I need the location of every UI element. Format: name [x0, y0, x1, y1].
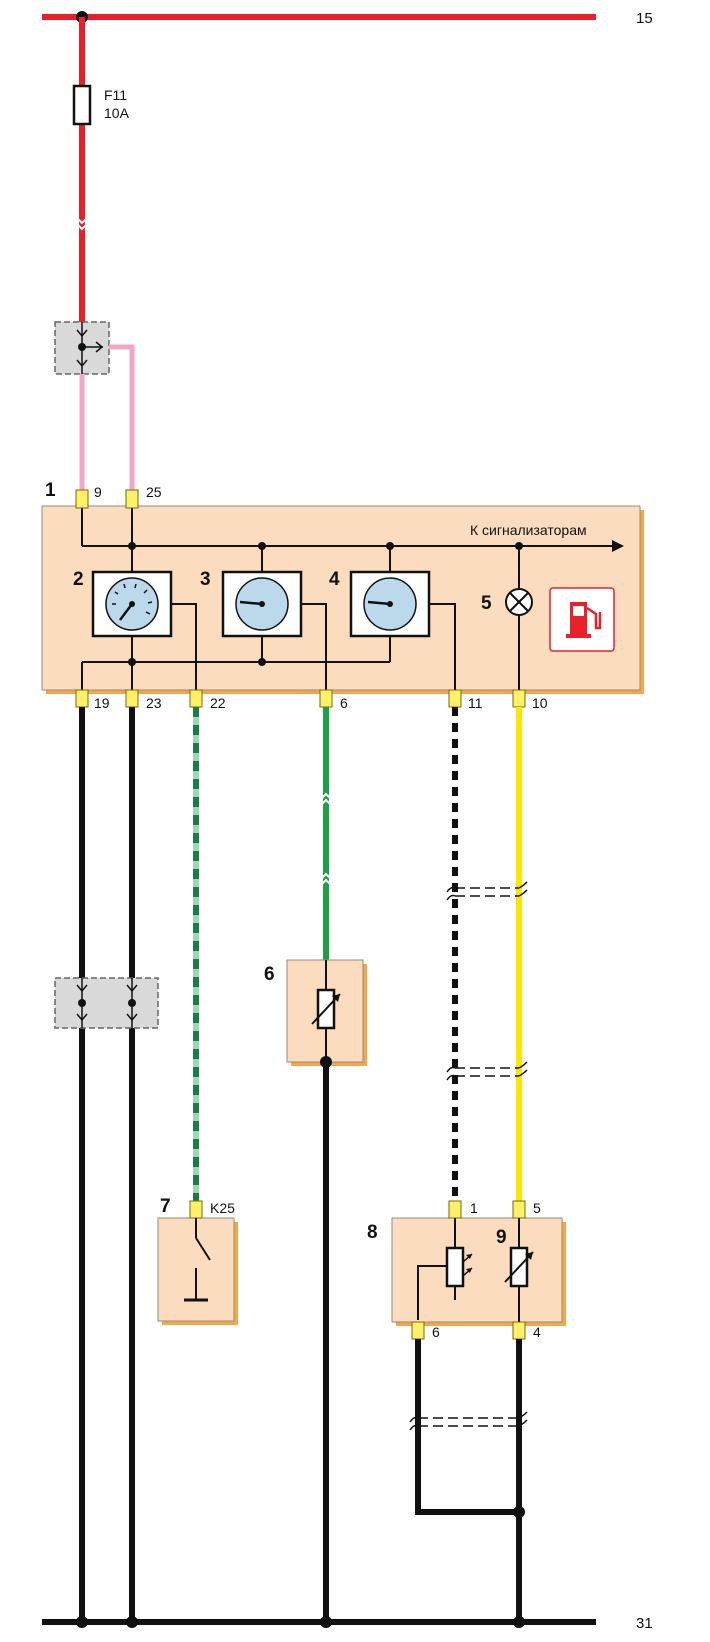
- pin-25-label: 25: [146, 484, 162, 500]
- rail-31-junction-unit: [513, 1616, 525, 1628]
- pin-19-label: 19: [94, 695, 110, 711]
- warning-label: К сигнализаторам: [470, 522, 587, 538]
- unit-8-number: 8: [367, 1222, 378, 1243]
- warning-lamp-5: 5: [481, 588, 533, 616]
- pin-25: [125, 489, 139, 509]
- connector-mark-green: [319, 792, 333, 887]
- sensor-6: 6: [264, 959, 367, 1068]
- pin-9-label: 9: [94, 484, 102, 500]
- pin-6: [319, 689, 333, 708]
- pin-k25: [189, 1200, 203, 1219]
- rail-31-junction-19: [76, 1616, 88, 1628]
- lamp-5-number: 5: [481, 593, 492, 614]
- pin-4-unit: [512, 1321, 526, 1340]
- warning-bus-arrow: [612, 540, 624, 552]
- gauge-4-number: 4: [329, 569, 340, 590]
- sensor-9-number: 9: [496, 1227, 507, 1248]
- switch-7-number: 7: [160, 1196, 171, 1217]
- connector-mark-red: [75, 216, 89, 231]
- splice-connector-bottom: [54, 977, 159, 1029]
- pin-6-unit-label: 6: [432, 1324, 440, 1340]
- pin-10: [512, 689, 526, 708]
- pin-1-label: 1: [470, 1200, 478, 1216]
- pin-22-label: 22: [210, 695, 226, 711]
- fuse-rating: 10A: [104, 105, 130, 121]
- rail-31-label: 31: [636, 1615, 653, 1632]
- pin-5-label: 5: [533, 1200, 541, 1216]
- black-wire-unit-6: [415, 1339, 519, 1515]
- pin-1: [448, 1200, 462, 1219]
- fuse-f11: F11 10A: [72, 84, 130, 126]
- pin-11: [448, 689, 462, 708]
- pin-5: [512, 1200, 526, 1219]
- rail-31-junction-23: [126, 1616, 138, 1628]
- fuse-name: F11: [104, 87, 127, 103]
- pin-6-unit: [411, 1321, 425, 1340]
- switch-7: K25 7: [157, 1196, 238, 1325]
- gauge-3: 3: [200, 569, 303, 638]
- instrument-cluster: 1 9 25 К сигнализаторам: [41, 480, 644, 711]
- gauge-2-number: 2: [73, 569, 84, 590]
- splice-connector-top: [54, 321, 110, 375]
- wire-break-mark-upper: [446, 881, 528, 901]
- wire-break-mark-bottom: [409, 1411, 528, 1431]
- pin-10-label: 10: [532, 695, 548, 711]
- gauge-3-number: 3: [200, 569, 211, 590]
- fuel-pump-icon: [549, 587, 615, 652]
- sensor-6-number: 6: [264, 964, 275, 985]
- pin-23: [125, 689, 139, 708]
- gauge-4: 4: [329, 569, 431, 638]
- pin-11-label: 11: [468, 695, 483, 711]
- pin-4-unit-label: 4: [533, 1324, 541, 1340]
- pin-22: [189, 689, 203, 708]
- cluster-number: 1: [45, 480, 56, 501]
- fuse-body: [72, 84, 92, 126]
- rail-31-junction-sensor: [320, 1616, 332, 1628]
- pin-k25-label: K25: [210, 1200, 235, 1216]
- pink-wire-25: [109, 344, 135, 501]
- pin-6-label: 6: [340, 695, 348, 711]
- fuel-level-unit-8: 1 5 8 9 6 4: [367, 1200, 566, 1340]
- pin-9: [75, 489, 89, 509]
- wire-break-mark-lower: [446, 1061, 528, 1081]
- pin-23-label: 23: [146, 695, 162, 711]
- junction-unit: [513, 1506, 525, 1518]
- rail-15-label: 15: [636, 10, 653, 27]
- pin-19: [75, 689, 89, 708]
